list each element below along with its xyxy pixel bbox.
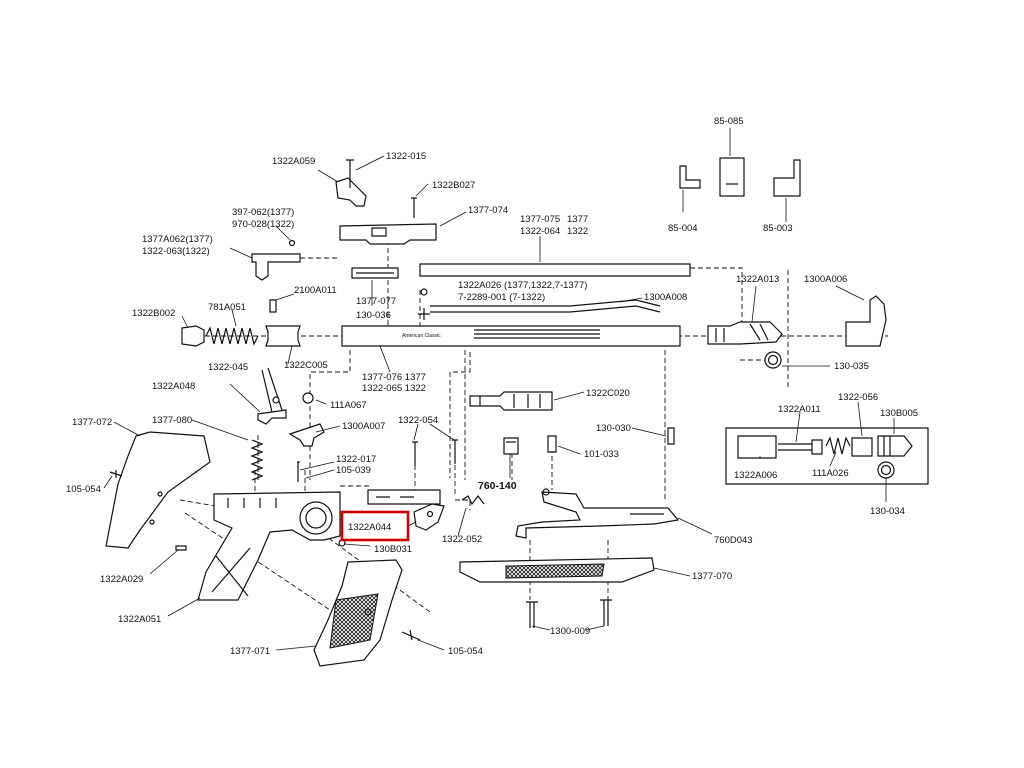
label-781A051: 781A051 xyxy=(208,302,246,313)
label-1322-056: 1322-056 xyxy=(838,392,878,403)
label-1322B027: 1322B027 xyxy=(432,180,475,191)
label-1322A044: 1322A044 xyxy=(348,522,391,533)
label-130B005: 130B005 xyxy=(880,408,918,419)
label-1322-top: 1322 xyxy=(567,226,588,237)
label-130-030: 130-030 xyxy=(596,423,631,434)
label-1377-077: 1377-077 xyxy=(356,296,396,307)
label-130-034: 130-034 xyxy=(870,506,905,517)
label-1377-080: 1377-080 xyxy=(152,415,192,426)
label-130-035: 130-035 xyxy=(834,361,869,372)
label-105-039: 105-039 xyxy=(336,465,371,476)
label-1377-076: 1377-076 1377 xyxy=(362,372,426,383)
label-111A026: 111A026 xyxy=(812,468,849,479)
label-1322B002: 1322B002 xyxy=(132,308,175,319)
label-1300-009: 1300-009 xyxy=(550,626,590,637)
label-130B031: 130B031 xyxy=(374,544,412,555)
label-1322A048: 1322A048 xyxy=(152,381,195,392)
rear-sight-blade xyxy=(335,177,367,207)
label-1322-052: 1322-052 xyxy=(442,534,482,545)
highlight-box-1322A044 xyxy=(340,510,410,542)
label-1322-064: 1322-064 xyxy=(520,226,560,237)
label-1322C005: 1322C005 xyxy=(284,360,328,371)
label-970-028: 970-028(1322) xyxy=(232,219,294,230)
label-1322-054: 1322-054 xyxy=(398,415,438,426)
label-85-085: 85-085 xyxy=(714,116,744,127)
label-1322-017: 1322-017 xyxy=(336,454,376,465)
label-105-054-left: 105-054 xyxy=(66,484,101,495)
part-labels: 1322A059 1322-015 1322B027 397-062(1377)… xyxy=(66,116,918,657)
label-397-062: 397-062(1377) xyxy=(232,207,294,218)
label-1322A006: 1322A006 xyxy=(734,470,777,481)
label-111A067: 111A067 xyxy=(330,400,367,411)
label-760-140: 760-140 xyxy=(478,480,517,492)
label-101-033: 101-033 xyxy=(584,449,619,460)
label-1377-top: 1377 xyxy=(567,214,588,225)
receiver-brand-text: American Classic xyxy=(402,333,441,339)
label-1322A059: 1322A059 xyxy=(272,156,315,167)
label-760D043: 760D043 xyxy=(714,535,753,546)
label-1322-063: 1322-063(1322) xyxy=(142,246,210,257)
leader-lines xyxy=(103,128,895,651)
label-1300A008: 1300A008 xyxy=(644,292,687,303)
label-1377A062: 1377A062(1377) xyxy=(142,234,213,245)
label-1377-072: 1377-072 xyxy=(72,417,112,428)
label-1322-015: 1322-015 xyxy=(386,151,426,162)
label-2100A011: 2100A011 xyxy=(294,285,337,296)
label-1377-070: 1377-070 xyxy=(692,571,732,582)
label-1322A029: 1322A029 xyxy=(100,574,143,585)
label-130-036: 130-036 xyxy=(356,310,391,321)
label-85-004: 85-004 xyxy=(668,223,698,234)
label-1322A013: 1322A013 xyxy=(736,274,779,285)
label-1322-045: 1322-045 xyxy=(208,362,248,373)
label-1322A051: 1322A051 xyxy=(118,614,161,625)
label-1377-074: 1377-074 xyxy=(468,205,508,216)
label-85-003: 85-003 xyxy=(763,223,793,234)
label-1300A006: 1300A006 xyxy=(804,274,847,285)
label-1322A011: 1322A011 xyxy=(778,404,821,415)
label-1377-071: 1377-071 xyxy=(230,646,270,657)
label-105-054-right: 105-054 xyxy=(448,646,483,657)
parts: American Classic xyxy=(105,157,929,667)
label-1322C020: 1322C020 xyxy=(586,388,630,399)
label-7-2289-001: 7-2289-001 (7-1322) xyxy=(458,292,545,303)
label-1322-065: 1322-065 1322 xyxy=(362,383,426,394)
label-1300A007: 1300A007 xyxy=(342,421,385,432)
label-1377-075: 1377-075 xyxy=(520,214,560,225)
label-1322A026: 1322A026 (1377,1322,7-1377) xyxy=(458,280,587,291)
